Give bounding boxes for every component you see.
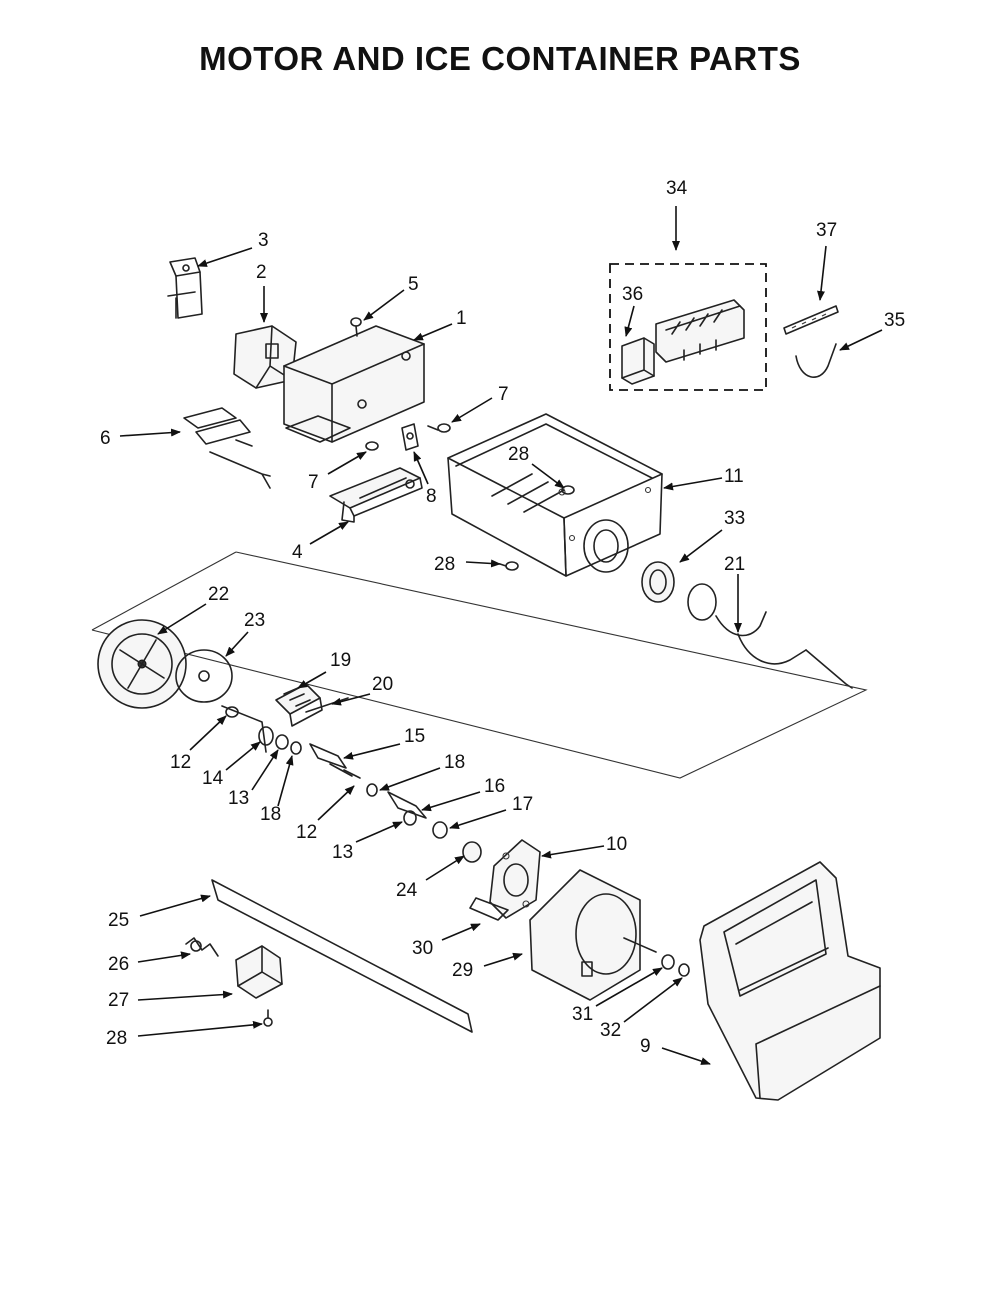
- part-31-washer: [661, 954, 675, 970]
- part-33-bearing: [641, 561, 675, 603]
- callout-7-lower: 7: [308, 472, 319, 493]
- callout-7-upper: 7: [498, 384, 509, 405]
- part-12-shaft-lower: [343, 769, 361, 779]
- part-8-clip: [401, 423, 419, 451]
- part-17-nut: [432, 821, 448, 839]
- part-27-bracket: [235, 945, 283, 999]
- part-18-clip-upper: [290, 741, 302, 755]
- callout-13-upper: 13: [228, 788, 249, 809]
- callout-33: 33: [724, 508, 745, 529]
- callout-25: 25: [108, 910, 129, 931]
- part-25-rail: [211, 879, 473, 1033]
- callout-28-bucket: 28: [508, 444, 529, 465]
- part-6-auger-assembly: [183, 407, 271, 489]
- callout-23: 23: [244, 610, 265, 631]
- callout-34: 34: [666, 178, 688, 199]
- part-24-bushing: [462, 841, 482, 863]
- callout-14: 14: [202, 768, 224, 789]
- callout-35: 35: [884, 310, 905, 331]
- part-13-washer-upper: [275, 734, 289, 750]
- callout-8: 8: [426, 486, 437, 507]
- part-13-washer-lower: [403, 810, 417, 826]
- part-4-solenoid: [329, 467, 423, 523]
- part-35-wire: [795, 343, 837, 378]
- callout-5: 5: [408, 274, 419, 295]
- part-26-spring: [185, 937, 219, 957]
- part-12-shaft-upper: [221, 705, 267, 753]
- part-34-kit-box: [609, 263, 767, 391]
- callout-31: 31: [572, 1004, 593, 1025]
- part-19-gear: [275, 683, 323, 727]
- callout-19: 19: [330, 650, 351, 671]
- part-30-clip: [469, 897, 509, 921]
- callout-15: 15: [404, 726, 425, 747]
- part-28-screw-a: [561, 485, 575, 495]
- part-29-auger-motor: [529, 869, 657, 1001]
- part-23-disc: [175, 649, 233, 703]
- callout-16: 16: [484, 776, 505, 797]
- callout-20: 20: [372, 674, 393, 695]
- callout-2: 2: [256, 262, 267, 283]
- callout-12-lower: 12: [296, 822, 317, 843]
- callout-22: 22: [208, 584, 229, 605]
- callout-labels: 1 2 3 4 5 6 7 7 8 9 10 11 12 12 13 13 14…: [100, 178, 905, 1057]
- callout-30: 30: [412, 938, 433, 959]
- part-15-blade: [309, 743, 353, 777]
- part-9-ice-bucket-front: [699, 861, 881, 1101]
- callout-10: 10: [606, 834, 627, 855]
- part-28-screw-c: [263, 1009, 273, 1027]
- callout-3: 3: [258, 230, 269, 251]
- callout-9: 9: [640, 1036, 651, 1057]
- leader-lines: [119, 206, 883, 1065]
- callout-18-upper: 18: [260, 804, 281, 825]
- part-37-strip: [783, 305, 839, 335]
- callout-26: 26: [108, 954, 129, 975]
- part-28-screw-b: [499, 561, 519, 571]
- callout-1: 1: [456, 308, 467, 329]
- part-3-bracket: [167, 257, 203, 319]
- part-16-cutter: [387, 791, 427, 819]
- callout-4: 4: [292, 542, 303, 563]
- callout-32: 32: [600, 1020, 621, 1041]
- callout-24: 24: [396, 880, 418, 901]
- callout-13-lower: 13: [332, 842, 353, 863]
- part-34-icemaker-mold: [655, 299, 745, 363]
- part-22-drive-housing: [97, 619, 187, 709]
- page-title: MOTOR AND ICE CONTAINER PARTS: [199, 40, 801, 77]
- part-7-screw-lower: [365, 441, 379, 451]
- callout-21: 21: [724, 554, 745, 575]
- part-1-housing: [283, 325, 425, 443]
- callout-27: 27: [108, 990, 129, 1011]
- callout-12-upper: 12: [170, 752, 191, 773]
- callout-18-lower: 18: [444, 752, 465, 773]
- callout-37: 37: [816, 220, 837, 241]
- base-panel-outline: [91, 551, 868, 779]
- callout-17: 17: [512, 794, 533, 815]
- part-36-icemaker-module: [621, 337, 655, 385]
- part-21-wire-harness: [687, 583, 853, 689]
- part-14-washer: [258, 726, 274, 746]
- part-32-nut: [678, 963, 690, 977]
- callout-11: 11: [724, 466, 744, 487]
- part-5-screw: [350, 317, 362, 337]
- part-10-plate: [489, 839, 541, 919]
- part-18-clip-lower: [366, 783, 378, 797]
- callout-6: 6: [100, 428, 111, 449]
- part-11-ice-bucket: [447, 413, 663, 577]
- part-7-screw-upper: [427, 423, 451, 433]
- callout-28-mid: 28: [434, 554, 455, 575]
- callout-29: 29: [452, 960, 473, 981]
- callout-28-lower: 28: [106, 1028, 127, 1049]
- callout-36: 36: [622, 284, 643, 305]
